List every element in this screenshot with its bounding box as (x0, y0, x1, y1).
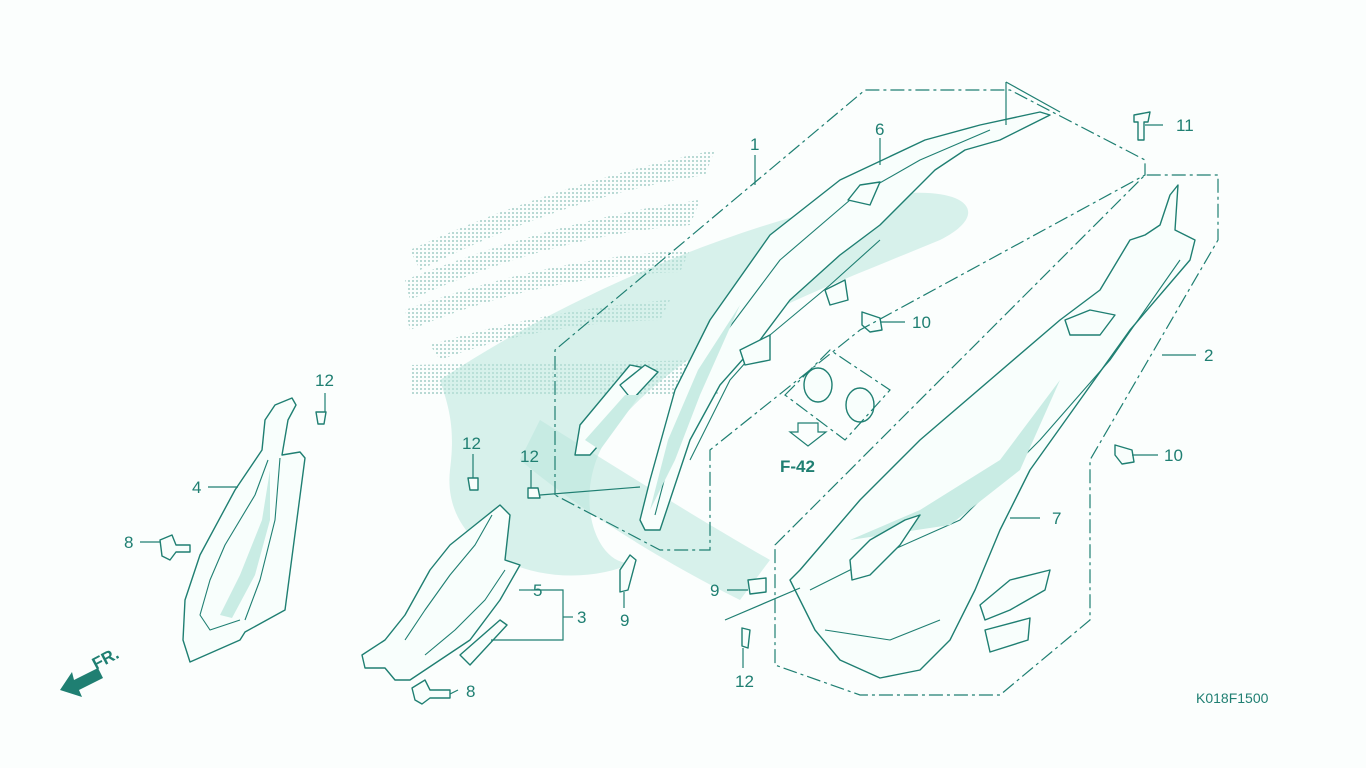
part-7-side-cover (789, 184, 1196, 679)
part-1-main-panel (639, 111, 1051, 531)
callout-10-upper: 10 (912, 313, 931, 332)
callout-9-center: 9 (620, 611, 629, 630)
callout-2: 2 (1204, 346, 1213, 365)
callout-12-bottom: 12 (735, 672, 754, 691)
callout-1: 1 (750, 135, 759, 154)
callout-labels: 1 2 3 4 5 6 7 8 8 9 9 10 10 11 12 12 12 … (124, 116, 1213, 701)
callout-12-left: 12 (315, 371, 334, 390)
callout-9-right: 9 (710, 581, 719, 600)
callout-12-mid: 12 (462, 434, 481, 453)
callout-8-left: 8 (124, 533, 133, 552)
grommet-group: F-42 (780, 349, 891, 476)
callout-7: 7 (1052, 509, 1061, 528)
callout-10-lower: 10 (1164, 446, 1183, 465)
callout-5: 5 (533, 581, 542, 600)
assembly-outlines (554, 89, 1219, 696)
callout-11: 11 (1176, 116, 1194, 135)
part-6-trim (574, 364, 659, 456)
front-arrow: FR. (60, 644, 122, 697)
part-4-panel (182, 397, 306, 663)
callout-4: 4 (192, 478, 201, 497)
diagram-code: K018F1500 (1196, 690, 1269, 706)
callout-8-bottom: 8 (466, 682, 475, 701)
part-5-lower-cover (361, 504, 521, 681)
callout-6: 6 (875, 120, 884, 139)
leader-lines (140, 81, 1196, 695)
ref-label: F-42 (780, 457, 815, 476)
callout-3: 3 (577, 608, 586, 627)
front-label: FR. (89, 644, 122, 674)
callout-12-center: 12 (520, 447, 539, 466)
fastener-bolts (159, 111, 1151, 705)
